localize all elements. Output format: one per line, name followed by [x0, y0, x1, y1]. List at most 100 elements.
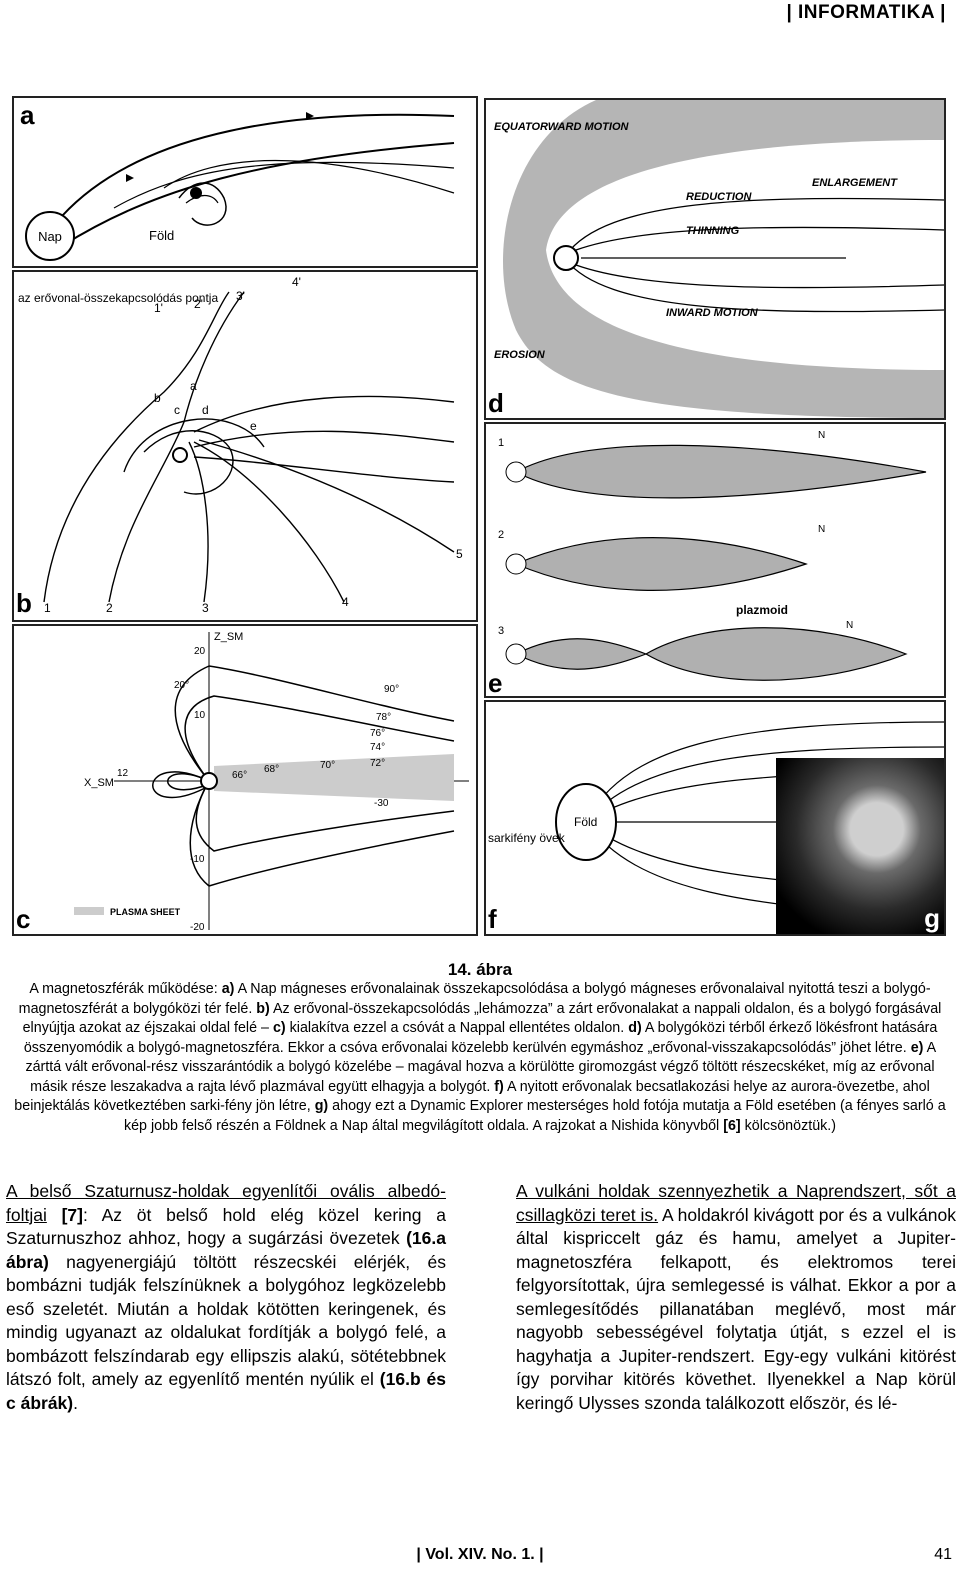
svg-text:-20: -20	[190, 922, 205, 933]
caption-part-marker: d)	[628, 1020, 642, 1036]
svg-text:2: 2	[498, 529, 504, 541]
svg-text:76°: 76°	[370, 728, 385, 739]
svg-text:66°: 66°	[232, 770, 247, 781]
panel-letter-f: f	[488, 904, 497, 934]
section-heading: A vulkáni holdak szennyezhetik a Naprend…	[516, 1181, 956, 1225]
svg-text:2: 2	[106, 601, 113, 615]
body-text: : Az öt belső hold elég közel kering a S…	[6, 1204, 446, 1249]
caption-part-marker: a)	[221, 981, 235, 997]
svg-text:d: d	[202, 403, 209, 417]
svg-text:Föld: Föld	[149, 228, 174, 243]
solar-wind-reconnection-diagram: Nap Föld	[25, 112, 455, 261]
caption-part-marker: g)	[314, 1098, 329, 1114]
svg-text:THINNING: THINNING	[686, 225, 740, 237]
svg-text:-30: -30	[374, 798, 389, 809]
svg-text:X_SM: X_SM	[84, 777, 114, 789]
page-number: 41	[934, 1546, 952, 1563]
caption-text: A zárttá vált erővonal-rész visszarántód…	[25, 1039, 937, 1095]
svg-text:4': 4'	[292, 275, 301, 289]
svg-text:70°: 70°	[320, 760, 335, 771]
plasmoid-formation-diagram: 1 2 3 N N N plazmoid	[498, 430, 927, 681]
svg-text:20°: 20°	[174, 680, 189, 691]
svg-text:INWARD MOTION: INWARD MOTION	[666, 307, 759, 319]
panel-letter-g: g	[924, 903, 940, 933]
svg-text:3: 3	[498, 625, 504, 637]
caption-text: kölcsönöztük.)	[740, 1117, 837, 1134]
figure-panel-e: 1 2 3 N N N plazmoid e	[484, 422, 946, 698]
caption-text: A nyitott erővonalak becsatlakozási hely…	[14, 1078, 930, 1115]
figure-panel-f: Föld sarkifény övek f g	[484, 700, 946, 936]
svg-text:N: N	[818, 524, 825, 535]
sun-symbol	[25, 211, 75, 261]
svg-text:78°: 78°	[376, 712, 391, 723]
reference-text: [7]	[61, 1204, 83, 1225]
body-column-left: A belső Szaturnusz-holdak egyenlítői ová…	[6, 1180, 446, 1415]
caption-text: A magnetoszférák működése:	[29, 981, 222, 997]
svg-text:c: c	[174, 403, 180, 417]
svg-text:PLASMA SHEET: PLASMA SHEET	[110, 907, 181, 917]
caption-text: ahogy ezt a Dynamic Explorer mesterséges…	[123, 1098, 946, 1134]
svg-text:4: 4	[342, 595, 349, 609]
magnetotail-field-diagram: Z_SM X_SM 20 10 -10 -20 12 -30 20° 90° 7…	[74, 631, 469, 933]
caption-part-marker: e)	[910, 1039, 924, 1056]
svg-text:Z_SM: Z_SM	[214, 631, 243, 643]
svg-text:N: N	[846, 620, 853, 631]
svg-text:e: e	[250, 419, 257, 433]
svg-text:3': 3'	[236, 289, 245, 303]
auroral-zone-diagram: Föld sarkifény övek	[488, 721, 944, 918]
svg-text:68°: 68°	[264, 764, 279, 775]
svg-text:N: N	[818, 430, 825, 441]
svg-text:EROSION: EROSION	[494, 349, 546, 361]
svg-text:sarkifény övek: sarkifény övek	[488, 831, 566, 845]
svg-text:Föld: Föld	[574, 815, 597, 829]
reconnection-point-label: az erővonal-összekapcsolódás pontja	[18, 291, 218, 305]
caption-part-marker: f)	[494, 1078, 504, 1095]
caption-part-marker: c)	[272, 1020, 286, 1036]
caption-text: A Nap mágneses erővonalainak összekapcso…	[18, 981, 931, 1017]
svg-text:10: 10	[194, 710, 206, 721]
svg-text:5: 5	[456, 547, 463, 561]
svg-text:20: 20	[194, 646, 206, 657]
svg-text:1': 1'	[154, 301, 163, 315]
caption-text: kialakítva ezzel a csóvát a Nappal ellen…	[285, 1020, 629, 1036]
svg-text:ENLARGEMENT: ENLARGEMENT	[812, 177, 898, 189]
svg-text:EQUATORWARD MOTION: EQUATORWARD MOTION	[494, 121, 630, 133]
figure-panel-b: az erővonal-összekapcsolódás pontja 1' 2…	[12, 270, 478, 622]
panel-letter-b: b	[16, 588, 32, 618]
svg-text:1: 1	[44, 601, 51, 615]
svg-text:2': 2'	[194, 297, 203, 311]
caption-part-marker: [6]	[723, 1117, 741, 1134]
svg-text:3: 3	[202, 601, 209, 615]
dayside-reconnection-diagram: az erővonal-összekapcsolódás pontja 1' 2…	[18, 275, 463, 615]
panel-letter-d: d	[488, 388, 504, 418]
magnetosphere-compression-diagram: EQUATORWARD MOTION REDUCTION ENLARGEMENT…	[494, 100, 944, 418]
caption-part-marker: b)	[256, 1000, 270, 1017]
svg-text:-10: -10	[190, 854, 205, 865]
section-heading: A belső Szaturnusz-holdak egyenlítői ová…	[6, 1181, 446, 1225]
svg-text:plazmoid: plazmoid	[736, 603, 788, 617]
figure-panel-a: Nap Föld a	[12, 96, 478, 268]
body-text: .	[73, 1392, 78, 1413]
reference-text: (16.a ábra)	[6, 1228, 446, 1272]
caption-text: A bolygóközi térből érkező lökésfront ha…	[23, 1020, 938, 1056]
svg-text:REDUCTION: REDUCTION	[686, 191, 752, 203]
figure-title: 14. ábra	[447, 960, 513, 979]
svg-text:1: 1	[498, 437, 504, 449]
svg-text:90°: 90°	[384, 684, 399, 695]
svg-text:Nap: Nap	[38, 229, 62, 244]
issue-footer: | Vol. XIV. No. 1. |	[416, 1546, 544, 1563]
panel-letter-e: e	[488, 668, 503, 698]
body-column-right: A vulkáni holdak szennyezhetik a Naprend…	[516, 1180, 956, 1415]
figure-caption: A magnetoszférák működése: a) A Nap mágn…	[8, 980, 952, 1136]
body-text: nagyenergiájú töltött részecskéi elérjék…	[6, 1251, 446, 1390]
panel-g-satellite-photo: g	[776, 758, 944, 934]
svg-text:a: a	[190, 379, 197, 393]
figure-panel-c: Z_SM X_SM 20 10 -10 -20 12 -30 20° 90° 7…	[12, 624, 478, 936]
panel-letter-a: a	[20, 100, 35, 130]
reference-text: (16.b és c ábrák)	[6, 1369, 446, 1413]
svg-text:12: 12	[117, 768, 129, 779]
svg-text:74°: 74°	[370, 742, 385, 753]
panel-letter-c: c	[16, 904, 31, 934]
svg-text:72°: 72°	[370, 758, 385, 769]
journal-header: | INFORMATIKA |	[786, 2, 946, 23]
